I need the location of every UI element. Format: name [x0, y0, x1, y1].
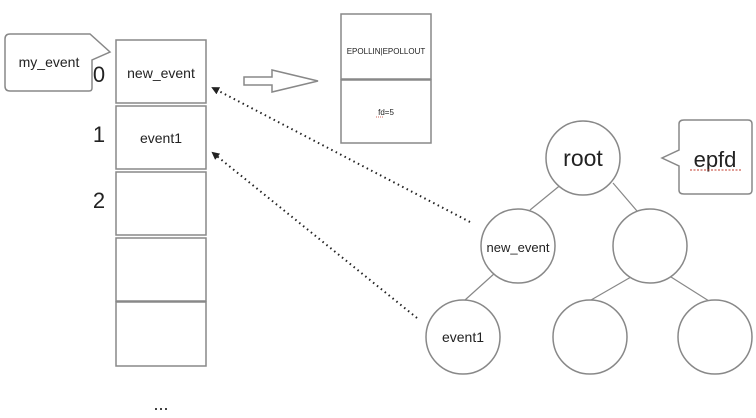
array-index-1: 1: [93, 122, 105, 147]
array-index-2: 2: [93, 188, 105, 213]
callout-epfd-label: epfd: [694, 147, 737, 172]
callout-my-event: my_event: [4, 33, 112, 92]
tree-edges: [464, 182, 710, 302]
array-cell-4: [115, 301, 207, 367]
struct-fd-label: fd=5: [378, 108, 394, 117]
tree-node-leaf-right: [677, 299, 753, 375]
hollow-arrow: [243, 69, 319, 93]
array-cell-3: [115, 237, 207, 302]
array-index-0: 0: [93, 62, 105, 87]
struct-events-label: EPOLLIN|EPOLLOUT: [347, 47, 426, 56]
tree-node-new-event-label: new_event: [487, 240, 550, 255]
callout-epfd: epfd: [660, 119, 753, 195]
tree-root-label: root: [563, 145, 603, 171]
array-cell-1-label: event1: [140, 130, 182, 146]
tree-node-event1-label: event1: [442, 329, 484, 345]
tree-node-event1: [425, 299, 501, 375]
callout-my-event-label: my_event: [19, 54, 80, 70]
tree-node-new-event: [480, 208, 556, 284]
array-cell-0-label: new_event: [127, 65, 195, 81]
pointer-event1: [211, 151, 418, 319]
tree-node-root: [545, 120, 621, 196]
tree-node-leaf-middle: [552, 299, 628, 375]
epoll-event-struct: EPOLLIN|EPOLLOUT fd=5: [340, 13, 432, 144]
array-cell-1: [115, 105, 207, 170]
event-array: new_event event1 0 1 2 ...: [93, 39, 207, 414]
array-ellipsis: ...: [153, 394, 168, 414]
rb-tree: root new_event event1: [425, 120, 753, 375]
tree-node-right: [612, 208, 688, 284]
array-cell-2: [115, 171, 207, 236]
array-cell-0: [115, 39, 207, 104]
